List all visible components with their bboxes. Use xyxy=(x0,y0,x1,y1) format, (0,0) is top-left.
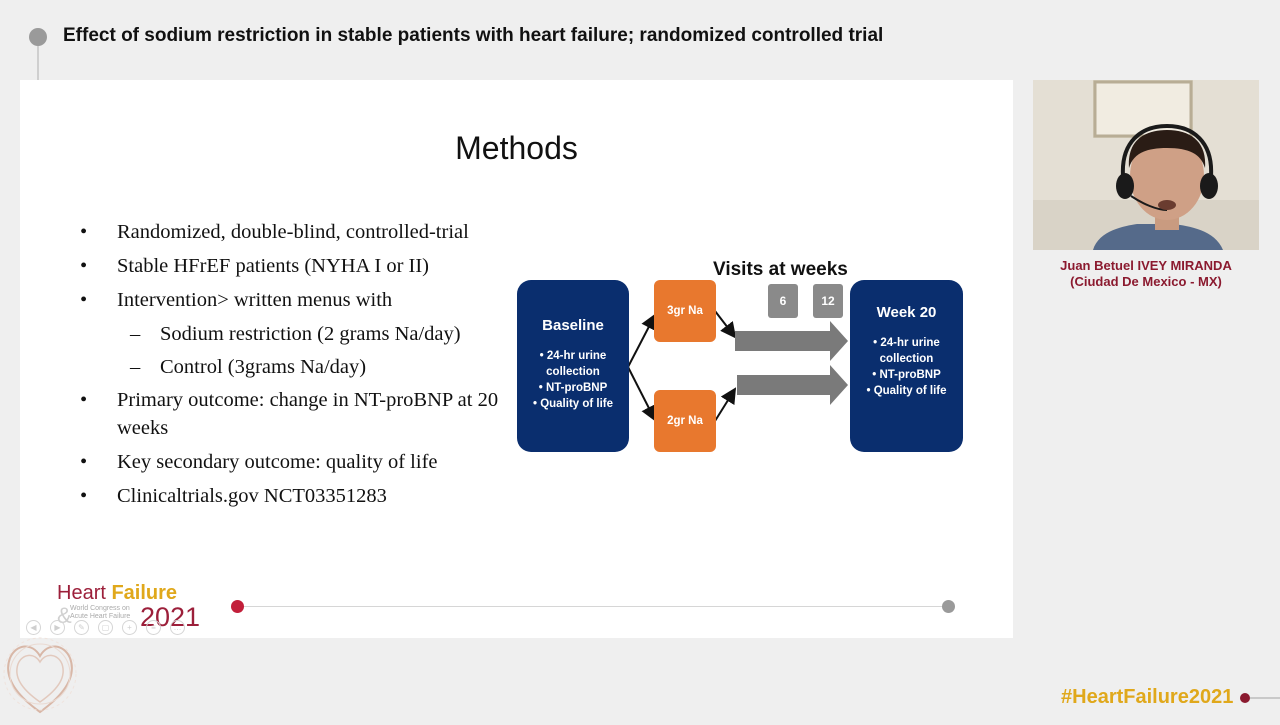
list-item: • NT-proBNP xyxy=(872,369,941,381)
edit-icon[interactable]: ✎ xyxy=(74,620,89,635)
week-12-badge: 12 xyxy=(813,284,843,318)
speaker-caption: Juan Betuel IVEY MIRANDA (Ciudad De Mexi… xyxy=(1030,258,1262,290)
more-icon[interactable]: … xyxy=(170,620,185,635)
bullet-item: •Randomized, double-blind, controlled-tr… xyxy=(80,221,469,243)
heart-emblem-icon xyxy=(0,630,80,725)
header-stem xyxy=(37,46,39,80)
branch-arrow-top xyxy=(627,313,656,368)
menu-icon[interactable]: ≡ xyxy=(146,620,161,635)
baseline-title: Baseline xyxy=(542,317,604,334)
zoom-icon[interactable]: + xyxy=(122,620,137,635)
slide-panel: Methods •Randomized, double-blind, contr… xyxy=(20,80,1013,638)
webcam-video xyxy=(1033,80,1259,250)
arm-top-arrow xyxy=(714,310,737,339)
study-design-diagram: Baseline • 24-hr urine collection • NT-p… xyxy=(515,255,975,465)
back-icon[interactable]: ◀ xyxy=(26,620,41,635)
speaker-name: Juan Betuel IVEY MIRANDA xyxy=(1060,258,1232,273)
progress-start-dot[interactable] xyxy=(231,600,244,613)
copy-icon[interactable]: ▢ xyxy=(98,620,113,635)
follow-up-arrow-top xyxy=(735,321,848,361)
arm-2g-box: 2gr Na xyxy=(654,390,716,452)
play-icon[interactable]: ▶ xyxy=(50,620,65,635)
branch-arrow-bottom xyxy=(627,366,656,422)
list-item: • Quality of life xyxy=(532,398,614,410)
header-dot xyxy=(29,28,47,46)
arm-bottom-arrow xyxy=(714,387,737,422)
baseline-items: • 24-hr urine collection • NT-proBNP • Q… xyxy=(517,348,629,412)
follow-up-arrow-bottom xyxy=(737,365,848,405)
sub-bullet-item: –Sodium restriction (2 grams Na/day) xyxy=(130,323,461,345)
bullet-item: •Clinicaltrials.gov NCT03351283 xyxy=(80,485,387,507)
bullet-item: •Stable HFrEF patients (NYHA I or II) xyxy=(80,255,430,277)
list-item: • Quality of life xyxy=(866,385,947,397)
arm-3g-box: 3gr Na xyxy=(654,280,716,342)
speaker-video-frame xyxy=(1033,80,1259,250)
bullet-item: •Primary outcome: change in NT-proBNP at… xyxy=(80,389,499,439)
week-20-title: Week 20 xyxy=(876,304,937,321)
bullet-item: •Key secondary outcome: quality of life xyxy=(80,451,438,473)
event-hashtag: #HeartFailure2021 xyxy=(1061,686,1234,708)
slide-title: Methods xyxy=(455,130,578,166)
hashtag-line xyxy=(1250,697,1280,699)
speaker-location: (Ciudad De Mexico - MX) xyxy=(1070,274,1222,289)
sub-bullet-item: –Control (3grams Na/day) xyxy=(130,356,367,378)
week-20-items: • 24-hr urine collection • NT-proBNP • Q… xyxy=(850,335,963,399)
baseline-box: Baseline • 24-hr urine collection • NT-p… xyxy=(517,280,629,452)
visits-title: Visits at weeks xyxy=(713,259,848,280)
progress-end-dot[interactable] xyxy=(942,600,955,613)
bullet-item: •Intervention> written menus with xyxy=(80,289,393,311)
hashtag-dot xyxy=(1240,693,1250,703)
diagram-arrows xyxy=(627,310,848,422)
talk-title: Effect of sodium restriction in stable p… xyxy=(63,25,884,46)
list-item: • 24-hr urine collection xyxy=(873,337,940,365)
week-6-badge: 6 xyxy=(768,284,798,318)
page-header: Effect of sodium restriction in stable p… xyxy=(0,0,1280,80)
list-item: • 24-hr urine collection xyxy=(539,350,607,378)
slide-progress-track[interactable] xyxy=(237,606,949,607)
list-item: • NT-proBNP xyxy=(538,382,608,394)
week-20-box: Week 20 • 24-hr urine collection • NT-pr… xyxy=(850,280,963,452)
bullet-list: •Randomized, double-blind, controlled-tr… xyxy=(80,218,520,516)
